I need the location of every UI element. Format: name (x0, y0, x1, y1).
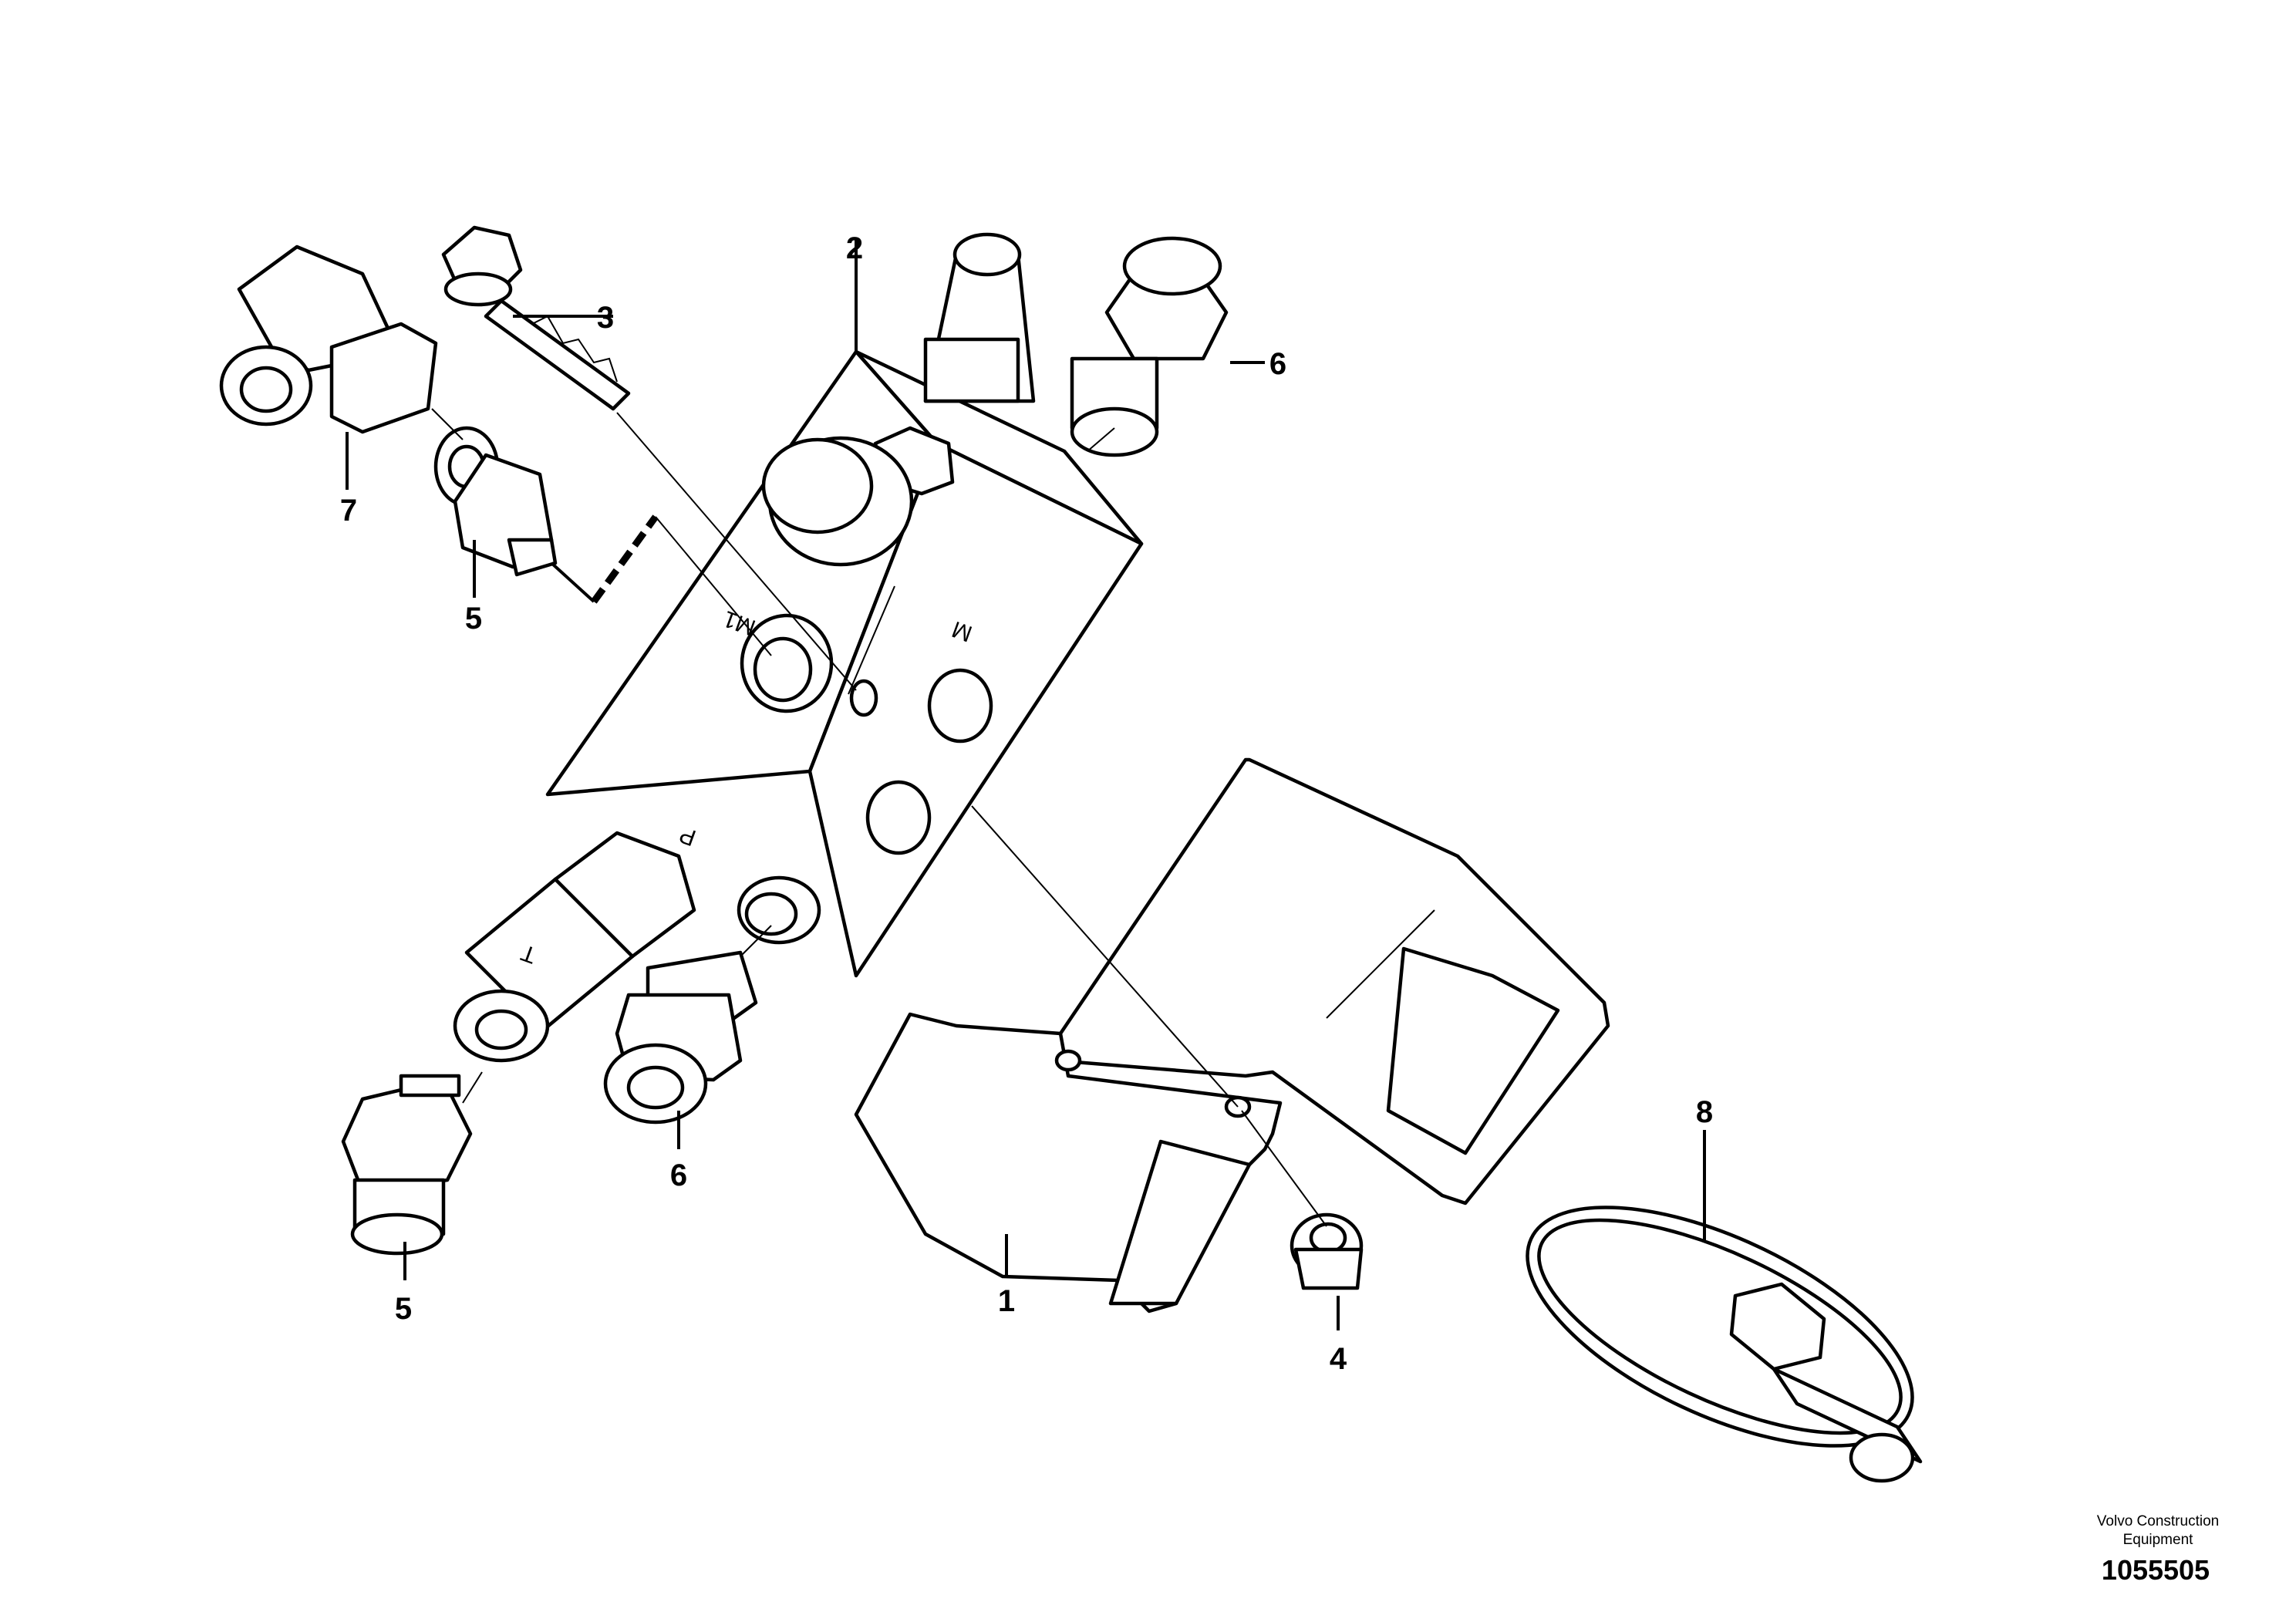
adapter-lower (341, 1074, 473, 1256)
adapter-lower-middle (603, 950, 758, 1125)
elbow-fitting (219, 244, 438, 434)
valve-block: M1 M P (545, 232, 1144, 978)
callout-1: 1 (998, 1284, 1015, 1318)
credit-block: Volvo Construction Equipment 1055505 (2097, 1513, 2219, 1586)
credit-line-2: Equipment (2123, 1532, 2194, 1548)
callout-6-upper: 6 (1269, 347, 1286, 381)
leader-lines (346, 239, 1706, 1330)
washer (1290, 1212, 1364, 1290)
port-marking-p: P (676, 821, 700, 851)
callout-7: 7 (340, 494, 357, 528)
callout-5-lower: 5 (395, 1292, 412, 1326)
adapter-upper-right (1070, 236, 1229, 457)
document-number: 1055505 (2102, 1554, 2210, 1586)
callout-8: 8 (1696, 1095, 1713, 1129)
callout-labels: 2 3 6 7 5 1 6 4 5 8 (340, 231, 1713, 1376)
hose-clamp (1526, 1206, 1923, 1483)
callout-3: 3 (597, 301, 614, 335)
credit-line-1: Volvo Construction (2097, 1513, 2219, 1529)
callout-5-upper: 5 (465, 602, 482, 636)
callout-4: 4 (1330, 1342, 1347, 1376)
mounting-bracket (854, 757, 1610, 1313)
fitting-t: T (453, 831, 696, 1063)
callout-2: 2 (846, 231, 863, 265)
adapter-upper (433, 426, 558, 577)
callout-6-lower: 6 (670, 1158, 687, 1192)
